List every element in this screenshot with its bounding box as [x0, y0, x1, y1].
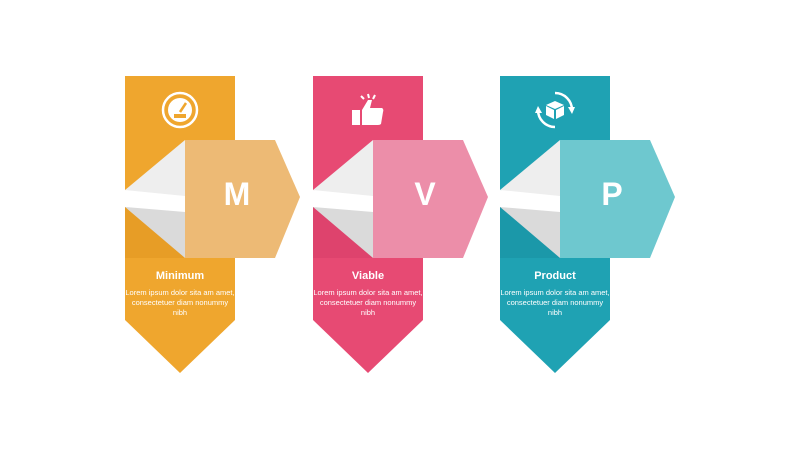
step-title: Viable — [351, 270, 385, 282]
fold-upper — [313, 140, 373, 205]
fold-shadow — [500, 207, 560, 258]
step-title: Minimum — [155, 270, 205, 282]
step-card-minimum: M Minimum Lorem ipsum dolor sita am amet… — [125, 0, 325, 450]
fold-upper — [125, 140, 185, 205]
fold-lower — [313, 205, 373, 258]
step-title: Product — [534, 270, 576, 282]
letter-tab — [373, 140, 488, 258]
fold-lower — [500, 205, 560, 258]
letter-tab — [185, 140, 300, 258]
ribbon-shape — [125, 76, 300, 373]
ribbon-shape — [500, 76, 675, 373]
fold-highlight — [313, 190, 373, 212]
fold-highlight — [125, 190, 185, 212]
letter-label: M — [223, 176, 251, 212]
letter-label: P — [601, 176, 623, 212]
ribbon-shape — [313, 76, 488, 373]
step-card-viable: V Viable Lorem ipsum dolor sita am amet,… — [313, 0, 513, 450]
step-description: Lorem ipsum dolor sita am amet, consecte… — [125, 288, 235, 317]
fold-shadow — [125, 207, 185, 258]
step-description: Lorem ipsum dolor sita am amet, consecte… — [500, 288, 610, 317]
fold-shadow — [313, 207, 373, 258]
letter-tab — [560, 140, 675, 258]
thumbs-up-icon — [348, 90, 388, 130]
fold-upper — [500, 140, 560, 205]
step-description: Lorem ipsum dolor sita am amet, consecte… — [313, 288, 423, 317]
fold-lower — [125, 205, 185, 258]
letter-label: V — [414, 176, 436, 212]
fold-highlight — [500, 190, 560, 212]
step-card-product: P Product Lorem ipsum dolor sita am amet… — [500, 0, 700, 450]
speedometer-icon — [160, 90, 200, 130]
box-refresh-icon — [535, 90, 575, 130]
